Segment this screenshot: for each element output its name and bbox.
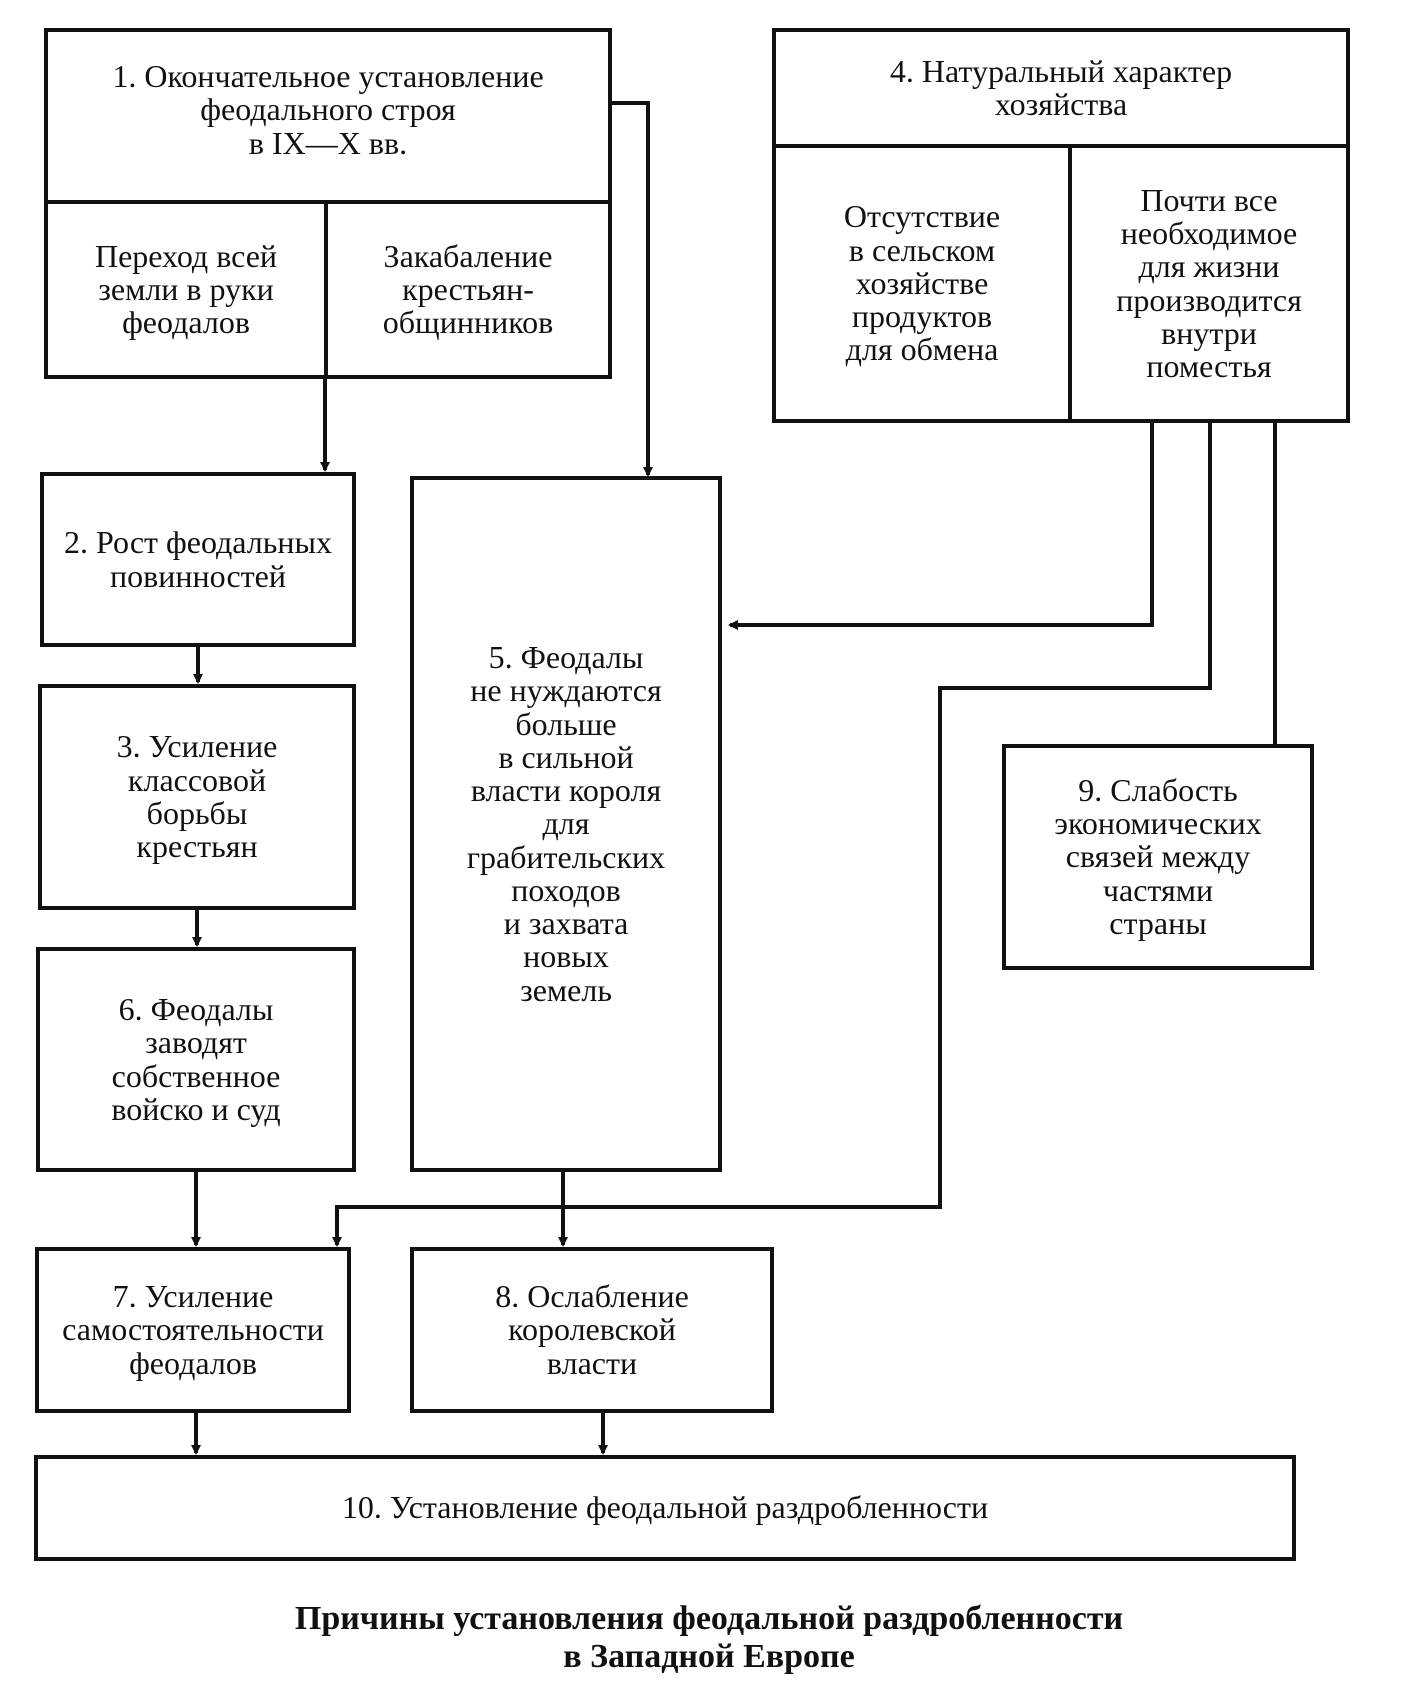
box-1b-peasant-enslavement: Закабаление крестьян- общинников — [324, 200, 612, 379]
arrow-4-to-7 — [332, 420, 1212, 1247]
box-5-no-need-for-king: 5. Феодалы не нуждаются больше в сильной… — [410, 476, 722, 1172]
box-4b-estate-self-sufficiency: Почти все необходимое для жизни производ… — [1068, 144, 1350, 423]
arrow-1-to-5 — [612, 101, 653, 477]
box-4a-no-exchange-products: Отсутствие в сельском хозяйстве продукто… — [772, 144, 1072, 423]
box-8-royal-power-weakening: 8. Ослабление королевской власти — [410, 1247, 774, 1413]
box-3-class-struggle: 3. Усиление классовой борьбы крестьян — [38, 684, 356, 910]
diagram-caption: Причины установления феодальной раздробл… — [294, 1600, 1124, 1676]
box-6-own-army-court: 6. Феодалы заводят собственное войско и … — [36, 947, 356, 1172]
box-4-natural-economy: 4. Натуральный характер хозяйства — [772, 28, 1350, 148]
box-7-feudal-independence: 7. Усиление самостоятельности феодалов — [35, 1247, 351, 1413]
arrow-4-to-5 — [728, 420, 1154, 630]
box-1a-land-to-feudals: Переход всей земли в руки феодалов — [44, 200, 328, 379]
box-2-feudal-duties: 2. Рост феодальных повинностей — [40, 472, 356, 647]
box-1-final-feudal-system: 1. Окончательное установление феодальног… — [44, 28, 612, 204]
box-10-feudal-fragmentation: 10. Установление феодальной раздробленно… — [34, 1455, 1296, 1561]
box-9-weak-economic-ties: 9. Слабость экономических связей между ч… — [1002, 744, 1314, 970]
